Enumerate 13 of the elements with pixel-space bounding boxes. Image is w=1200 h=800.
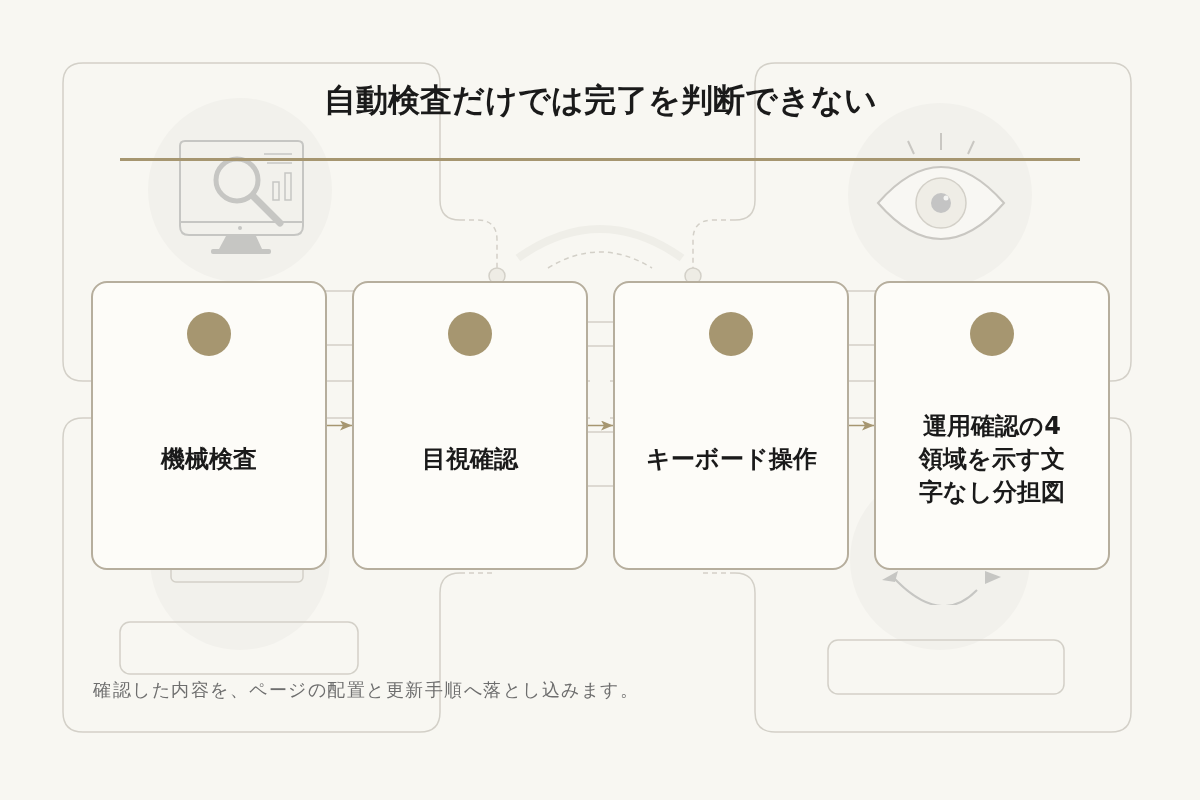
step-label: キーボード操作 — [645, 443, 817, 475]
step-card — [613, 281, 849, 570]
step-label: 運用確認の4領域を示す文字なし分担図 — [917, 410, 1066, 508]
arrow — [587, 420, 614, 431]
step-card — [874, 281, 1110, 570]
step-label: 目視確認 — [422, 443, 518, 475]
caption: 確認した内容を、ページの配置と更新手順へ落とし込みます。 — [93, 678, 639, 702]
step-label: 機械検査 — [161, 443, 257, 475]
title: 自動検査だけでは完了を判断できない — [323, 81, 877, 119]
arrow — [326, 420, 353, 431]
step-card — [352, 281, 588, 570]
arrow — [848, 420, 875, 431]
step-card — [91, 281, 327, 570]
